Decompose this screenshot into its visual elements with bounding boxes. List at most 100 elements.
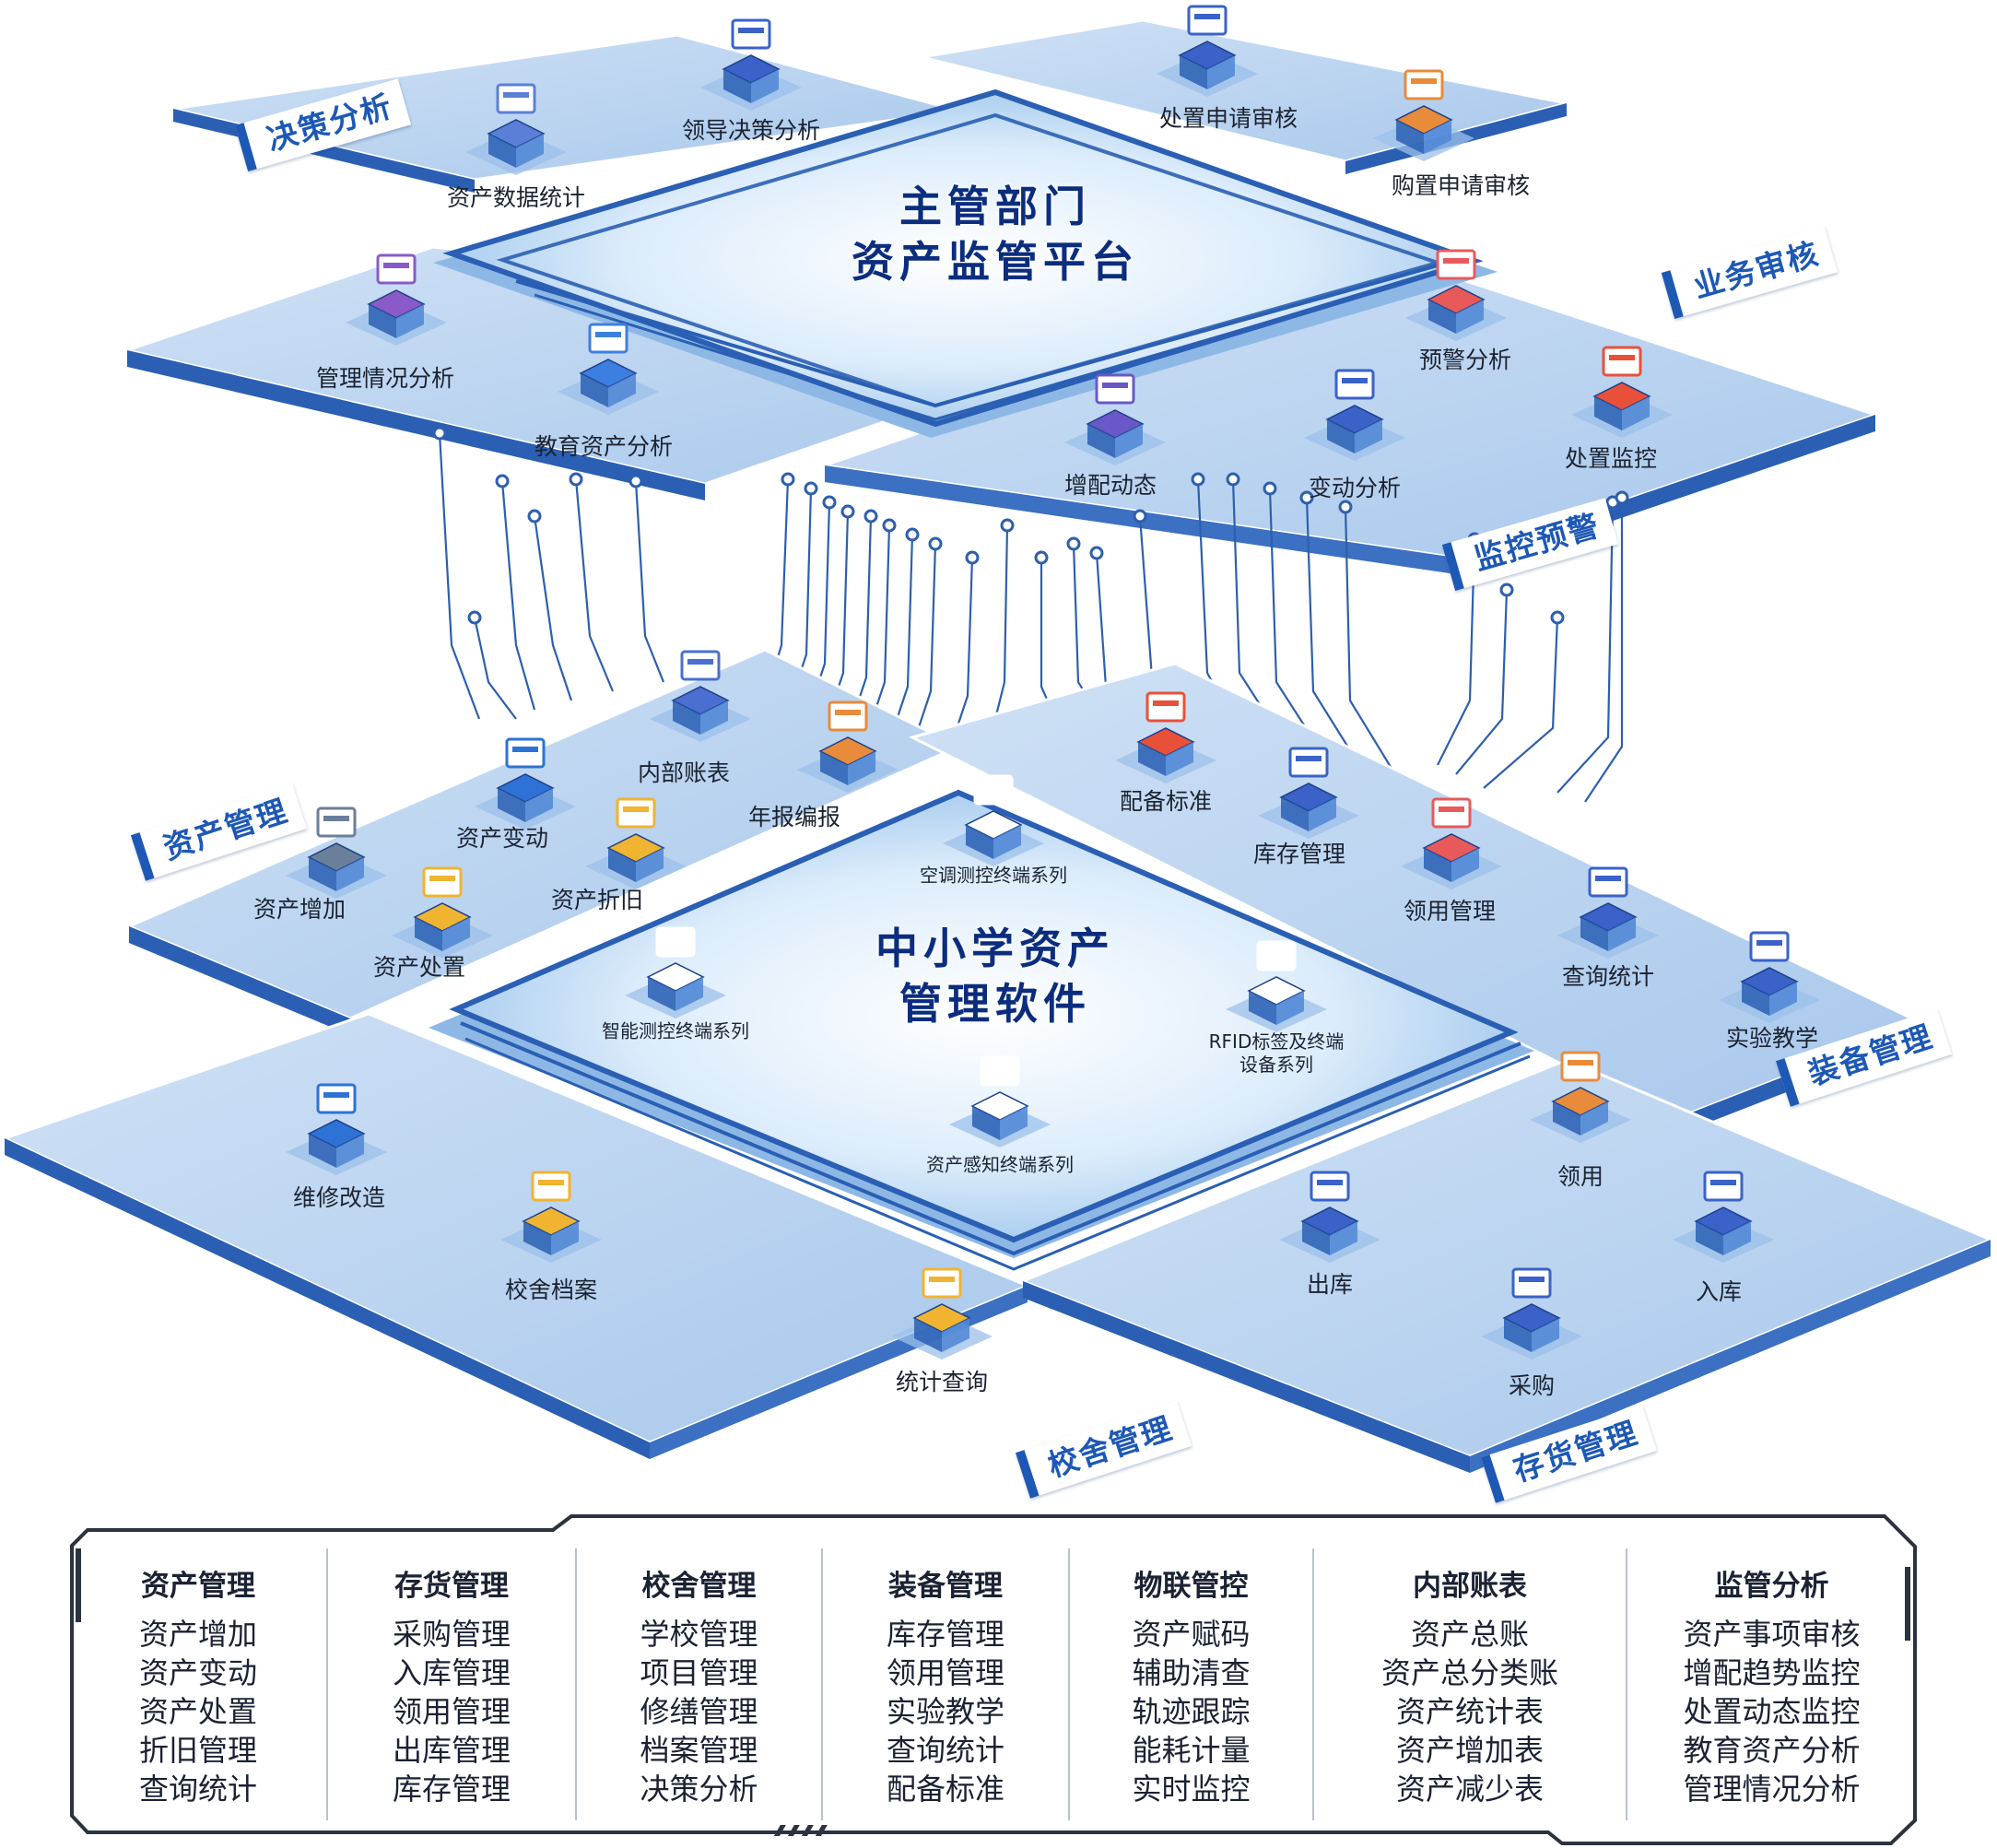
summary-column: 装备管理库存管理领用管理实验教学查询统计配备标准	[822, 1530, 1069, 1839]
summary-column-list: 学校管理项目管理修缮管理档案管理决策分析	[576, 1615, 822, 1808]
summary-column-list: 资产事项审核增配趋势监控处置动态监控教育资产分析管理情况分析	[1627, 1615, 1917, 1808]
label-sensing-terminal: 资产感知终端系列	[926, 1153, 1074, 1176]
label-asset-data-stats: 资产数据统计	[446, 184, 586, 211]
summary-list-item: 辅助清查	[1132, 1655, 1251, 1690]
label-requisition: 领用	[1556, 1163, 1604, 1190]
summary-list-item: 资产减少表	[1395, 1771, 1544, 1807]
rack-icon	[1673, 1171, 1774, 1263]
summary-column-heading: 监管分析	[1714, 1570, 1829, 1603]
summary-list-item: 资产赋码	[1132, 1617, 1251, 1652]
warehouse-icon	[1279, 1171, 1380, 1263]
circuit-node	[882, 518, 897, 533]
label-internal-ledger: 内部账表	[637, 759, 731, 786]
summary-column-heading: 装备管理	[888, 1570, 1003, 1603]
label-repair: 维修改造	[292, 1184, 386, 1211]
circuit-node	[432, 426, 447, 441]
label-annual-report: 年报编报	[747, 804, 841, 830]
circuit-node	[822, 495, 837, 510]
summary-list-item: 领用管理	[886, 1655, 1004, 1690]
circuit-node	[863, 509, 878, 524]
shelf-icon	[1530, 1051, 1631, 1143]
summary-list-item: 库存管理	[392, 1771, 511, 1807]
summary-list-item: 出库管理	[392, 1733, 511, 1768]
lower-platform	[1, 648, 1994, 1473]
label-rfid-line1: RFID标签及终端	[1208, 1030, 1345, 1053]
summary-frame	[70, 1514, 1917, 1845]
shopping-icon	[1373, 69, 1474, 161]
circuit-trace	[993, 524, 1009, 720]
summary-column: 校舍管理学校管理项目管理修缮管理档案管理决策分析	[576, 1530, 822, 1839]
doc-icon	[1064, 373, 1166, 465]
summary-panel: 资产管理资产增加资产变动资产处置折旧管理查询统计存货管理采购管理入库管理领用管理…	[69, 1530, 1917, 1839]
circuit-trace	[574, 478, 615, 692]
circuit-node	[905, 527, 920, 542]
summary-list-item: 折旧管理	[138, 1733, 257, 1768]
summary-column-heading: 资产管理	[141, 1570, 255, 1603]
label-rfid-line2: 设备系列	[1239, 1053, 1313, 1076]
software-title: 中小学资产 管理软件	[875, 922, 1115, 1032]
label-warning-analysis: 预警分析	[1418, 347, 1512, 373]
circuit-trace	[533, 515, 573, 701]
coins-icon	[585, 797, 687, 889]
summary-list-item: 能耗计量	[1132, 1733, 1251, 1768]
summary-column: 存货管理采购管理入库管理领用管理出库管理库存管理	[327, 1530, 576, 1839]
folder-icon	[500, 1171, 602, 1263]
summary-column: 内部账表资产总账资产总分类账资产统计表资产增加表资产减少表	[1313, 1530, 1627, 1839]
circuit-node	[495, 474, 510, 488]
lower-center-plate	[449, 789, 1519, 1243]
summary-list-item: 学校管理	[640, 1617, 758, 1652]
label-smart-terminal: 智能测控终端系列	[602, 1019, 749, 1042]
chart-icon	[1405, 249, 1507, 341]
summary-frame-notches	[773, 1825, 828, 1836]
circuit-node	[569, 472, 583, 487]
label-allocation-standard: 配备标准	[1119, 788, 1213, 815]
label-campus-archive: 校舍档案	[504, 1277, 598, 1303]
summary-list-item: 查询统计	[886, 1733, 1004, 1768]
circuit-node	[804, 481, 818, 496]
computer-icon	[700, 18, 802, 111]
papers-icon	[286, 806, 387, 899]
summary-list-item: 资产总分类账	[1380, 1655, 1558, 1690]
summary-column-list: 库存管理领用管理实验教学查询统计配备标准	[822, 1615, 1069, 1808]
target-icon	[1115, 691, 1216, 783]
circuit-trace	[500, 480, 536, 711]
summary-list-item: 档案管理	[640, 1733, 758, 1768]
circuit-node	[1499, 583, 1514, 597]
circuit-node	[628, 474, 643, 488]
summary-list-item: 增配趋势监控	[1683, 1655, 1861, 1690]
summary-list-item: 轨迹跟踪	[1132, 1694, 1251, 1729]
circuit-node	[928, 536, 943, 551]
circuit-node	[1066, 536, 1081, 551]
summary-list-item: 采购管理	[392, 1617, 511, 1652]
summary-list-item: 管理情况分析	[1683, 1771, 1861, 1807]
server-icon	[465, 83, 567, 175]
label-stats-query: 统计查询	[895, 1369, 989, 1395]
summary-list-item: 查询统计	[138, 1771, 257, 1807]
platform-title: 主管部门 资产监管平台	[852, 180, 1139, 290]
circuit-trace	[634, 480, 665, 683]
label-purchase: 采购	[1508, 1372, 1556, 1399]
summary-column-heading: 校舍管理	[641, 1570, 757, 1603]
pie-chart-icon	[1571, 346, 1673, 438]
platform-title-line1: 主管部门	[899, 182, 1091, 232]
summary-list-item: 资产事项审核	[1683, 1617, 1861, 1652]
software-title-line1: 中小学资产	[875, 924, 1115, 974]
label-inbound: 入库	[1695, 1278, 1743, 1305]
summary-list-item: 资产处置	[138, 1694, 257, 1729]
circuit-node	[1034, 550, 1049, 565]
label-stock-management: 库存管理	[1252, 841, 1346, 867]
clipboard-icon	[1401, 797, 1502, 889]
circuit-node	[467, 610, 482, 625]
summary-list-item: 资产统计表	[1395, 1694, 1544, 1729]
circuit-node	[781, 472, 795, 487]
circuit-node	[965, 550, 980, 565]
circuit-trace	[1437, 538, 1476, 766]
circuit-node	[1133, 509, 1147, 524]
circuit-node	[1263, 481, 1277, 496]
summary-column-list: 资产总账资产总分类账资产统计表资产增加表资产减少表	[1313, 1615, 1627, 1808]
summary-list-item: 项目管理	[640, 1655, 758, 1690]
circuit-trace	[473, 617, 517, 720]
label-purchase-review: 购置申请审核	[1391, 172, 1531, 199]
